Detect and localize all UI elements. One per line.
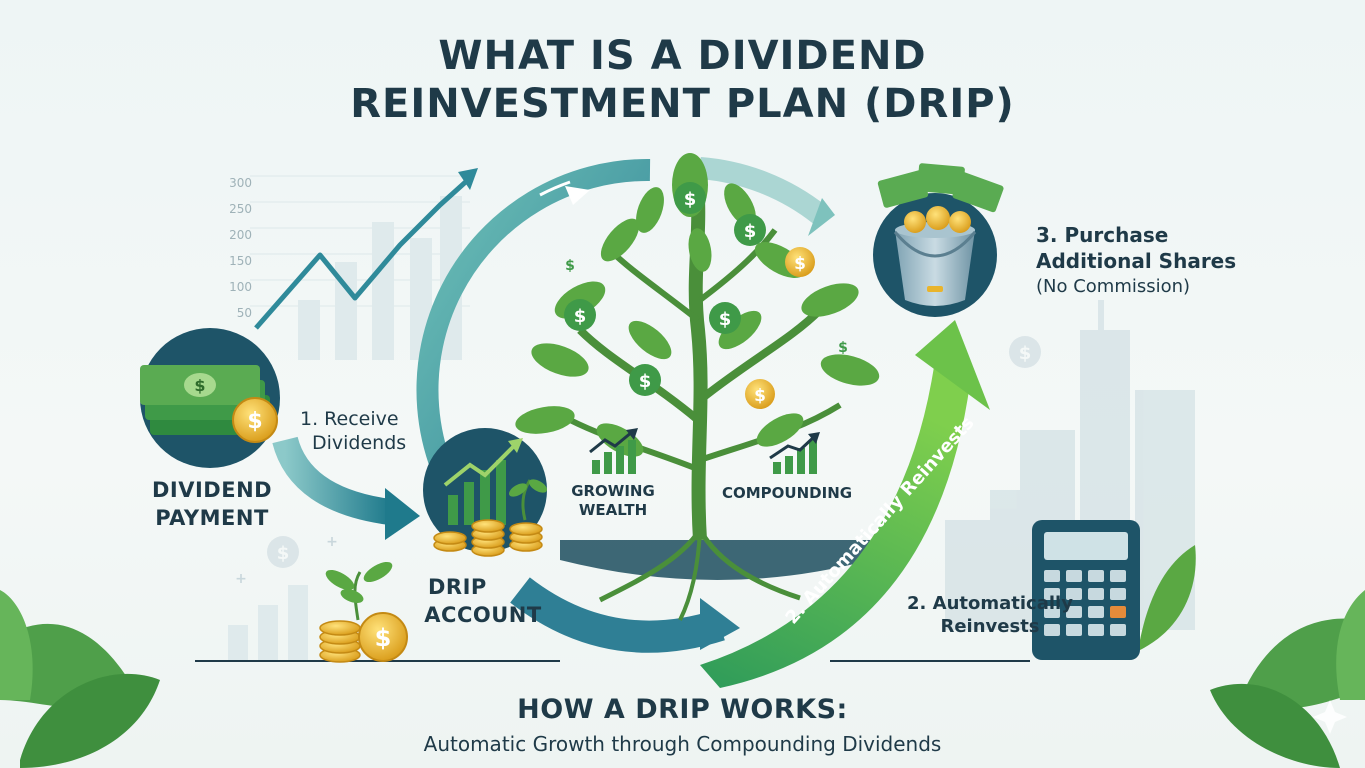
step-2-line-2: Reinvests [940,616,1040,637]
svg-text:$: $ [794,254,806,274]
drip-account-line-1: DRIP [428,575,487,599]
small-bottom-chart [228,585,308,661]
title-line-1: WHAT IS A DIVIDEND [438,33,927,79]
svg-text:+: + [326,534,338,550]
tick-100: 100 [229,280,252,294]
cash-stack-icon: $ $ [140,328,280,468]
step-2-line-1: 2. Automatically [907,593,1073,614]
leaves-bottom-left [0,590,160,768]
step-3-line-2: Additional Shares [1036,249,1237,273]
svg-text:+: + [235,571,247,587]
tree-dollar-badges: $ $ $ $ $ $ $ $ $ [564,182,848,409]
reinvest-arrow [700,320,990,688]
svg-text:$: $ [719,309,732,330]
chart-tick-labels: 300 250 200 150 100 50 [222,170,252,326]
money-bucket-icon [873,163,1004,317]
growing-wealth-label: GROWING WEALTH [565,482,661,520]
svg-text:$: $ [247,409,262,434]
growing-line-2: WEALTH [578,501,648,519]
drip-account-label: DRIP ACCOUNT [418,573,548,629]
step-1-line-1: 1. Receive [300,408,399,430]
step-3-label: 3. Purchase Additional Shares (No Commis… [1036,222,1236,300]
tick-250: 250 [229,202,252,216]
svg-text:$: $ [565,258,575,274]
leaves-bottom-right [1210,590,1365,768]
compounding-label: COMPOUNDING [722,484,853,502]
step-2-label: 2. Automatically Reinvests [895,592,1085,638]
growth-chart-icon [589,428,638,474]
step-1-line-2: Dividends [312,432,407,454]
svg-text:$: $ [375,624,392,652]
svg-text:$: $ [639,371,652,392]
tick-50: 50 [236,306,252,320]
dividend-payment-label: DIVIDEND PAYMENT [152,476,272,532]
sparkle-icon [1313,700,1347,734]
money-tree: $ $ $ $ $ $ $ $ $ [515,153,880,621]
title-line-2: REINVESTMENT PLAN (DRIP) [350,81,1015,127]
footer-heading: HOW A DRIP WORKS: [517,694,848,725]
tick-150: 150 [229,254,252,268]
svg-text:$: $ [838,340,848,356]
growing-line-1: GROWING [571,482,655,500]
svg-text:$: $ [574,306,587,327]
svg-text:$: $ [744,221,757,242]
drip-account-line-2: ACCOUNT [424,603,542,627]
calculator-icon [1032,520,1196,660]
svg-text:$: $ [684,189,697,210]
background-chart [250,168,478,360]
svg-text:$: $ [754,386,766,406]
dividend-payment-line-2: PAYMENT [155,506,269,530]
decorative-dollar-icons: $ $ + + [235,336,1041,587]
dividend-payment-line-1: DIVIDEND [152,478,273,502]
footer-subheading: Automatic Growth through Compounding Div… [423,732,942,756]
svg-text:$: $ [1019,343,1032,364]
step-3-line-3: (No Commission) [1036,276,1191,297]
tick-300: 300 [229,176,252,190]
compounding-chart-icon [769,432,820,474]
tick-200: 200 [229,228,252,242]
step-1-label: 1. Receive Dividends [300,407,406,455]
page-title: WHAT IS A DIVIDEND REINVESTMENT PLAN (DR… [0,32,1365,128]
step-3-line-1: 3. Purchase [1036,223,1169,247]
svg-text:$: $ [194,376,205,395]
drip-account-icon [423,428,548,557]
coin-sprout-icon: $ [319,561,408,663]
svg-text:$: $ [277,543,290,564]
